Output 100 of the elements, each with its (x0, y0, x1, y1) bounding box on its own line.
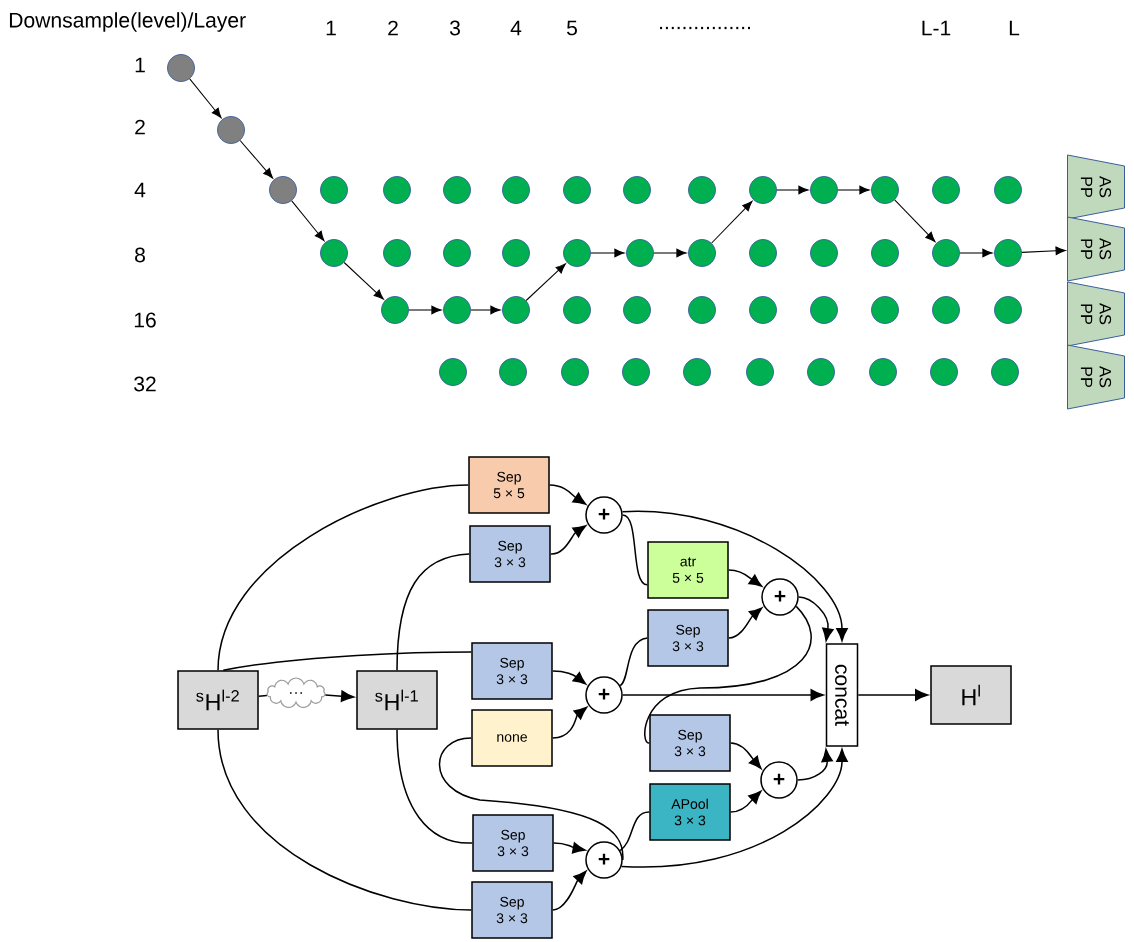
arrow (553, 842, 586, 854)
grid-node (683, 358, 711, 386)
arrow (653, 248, 687, 258)
arrow (552, 870, 587, 911)
grid-node (746, 358, 774, 386)
arrow (857, 689, 929, 701)
grid-node (626, 239, 654, 267)
arrow (525, 263, 566, 302)
arrow (590, 248, 625, 258)
grid-node (749, 176, 777, 204)
grid-node (871, 239, 899, 267)
connector (396, 729, 473, 844)
row-label: 8 (135, 247, 145, 263)
arrow (622, 689, 824, 701)
arrow (324, 690, 355, 702)
grid-node (383, 239, 411, 267)
grid-node (502, 176, 530, 204)
arrow (711, 200, 753, 244)
grid-node (807, 358, 835, 386)
grid-node (991, 358, 1019, 386)
aspp-trapezoid: AS PP (1067, 281, 1125, 347)
grid-node (502, 296, 530, 324)
operation-box: Sep 5 × 5 (468, 456, 550, 514)
grid-node (688, 176, 716, 204)
arrow (728, 607, 763, 639)
grid-node (443, 239, 471, 267)
grid-node (502, 239, 530, 267)
grid-node (381, 296, 409, 324)
column-number: L (1009, 20, 1020, 36)
arrow (189, 78, 222, 119)
column-number: 3 (449, 20, 460, 36)
arrow (894, 199, 936, 243)
column-number: 4 (510, 20, 522, 36)
grid-node (563, 239, 591, 267)
grid-node (810, 176, 838, 204)
arrow (549, 484, 587, 505)
grid-node (932, 176, 960, 204)
arrow (343, 261, 384, 300)
grid-node (563, 296, 591, 324)
grid-node (383, 176, 411, 204)
arrow (552, 670, 587, 685)
aspp-trapezoid: AS PP (1067, 344, 1125, 410)
grid-node (871, 296, 899, 324)
arrow (621, 510, 848, 642)
row-label: 4 (134, 182, 146, 198)
arrow (730, 790, 762, 813)
connector (217, 729, 472, 911)
aspp-trapezoid: AS PP (1067, 154, 1125, 220)
grid-node (930, 358, 958, 386)
column-number: L-1 (922, 20, 951, 36)
grid-node (688, 239, 716, 267)
column-number: 2 (388, 20, 398, 36)
grid-node (499, 358, 527, 386)
feature-map-box: $^{s}$H$^{l-2}$ (177, 670, 259, 730)
operation-box: Sep 3 × 3 (471, 642, 553, 700)
operation-box: none (471, 709, 553, 767)
feature-map-box: H$^{l}$ (930, 665, 1012, 725)
grid-node (749, 296, 777, 324)
connector (217, 484, 469, 671)
grid-node (561, 358, 589, 386)
operation-box: atr 5 × 5 (647, 541, 729, 599)
grid-node (167, 54, 195, 82)
connector (396, 553, 470, 671)
operation-box: APool 3 × 3 (649, 783, 731, 841)
arrow (470, 305, 501, 315)
concat-box: concat (825, 643, 859, 747)
grid-node (623, 176, 651, 204)
row-label: 2 (135, 119, 145, 135)
operation-box: Sep 3 × 3 (647, 609, 729, 667)
column-number: ................ (660, 26, 750, 30)
column-number: 5 (567, 20, 577, 36)
grid-node (623, 296, 651, 324)
aspp-trapezoid: AS PP (1067, 216, 1125, 282)
arrow (798, 596, 834, 642)
arrow (1021, 246, 1066, 256)
operation-box: Sep 3 × 3 (472, 814, 554, 872)
grid-node (443, 296, 471, 324)
grid-node (932, 239, 960, 267)
row-label: 1 (135, 57, 145, 73)
grid-node (869, 358, 897, 386)
grid-node (688, 296, 716, 324)
arrow (797, 748, 833, 781)
grid-node (217, 116, 245, 144)
grid-node (932, 296, 960, 324)
grid-node (994, 239, 1022, 267)
operation-box: Sep 3 × 3 (649, 714, 731, 772)
operation-box: Sep 3 × 3 (469, 525, 551, 583)
grid-node (320, 239, 348, 267)
arrow (776, 185, 809, 195)
operation-box: Sep 3 × 3 (471, 881, 553, 939)
arrow (552, 706, 588, 739)
connector (258, 694, 268, 698)
arrow (730, 742, 762, 770)
arrow (239, 140, 274, 179)
grid-node (443, 176, 471, 204)
arrow (620, 748, 848, 868)
arrow (408, 305, 442, 315)
grid-node (439, 358, 467, 386)
grid-node (320, 176, 348, 204)
grid-node (749, 239, 777, 267)
